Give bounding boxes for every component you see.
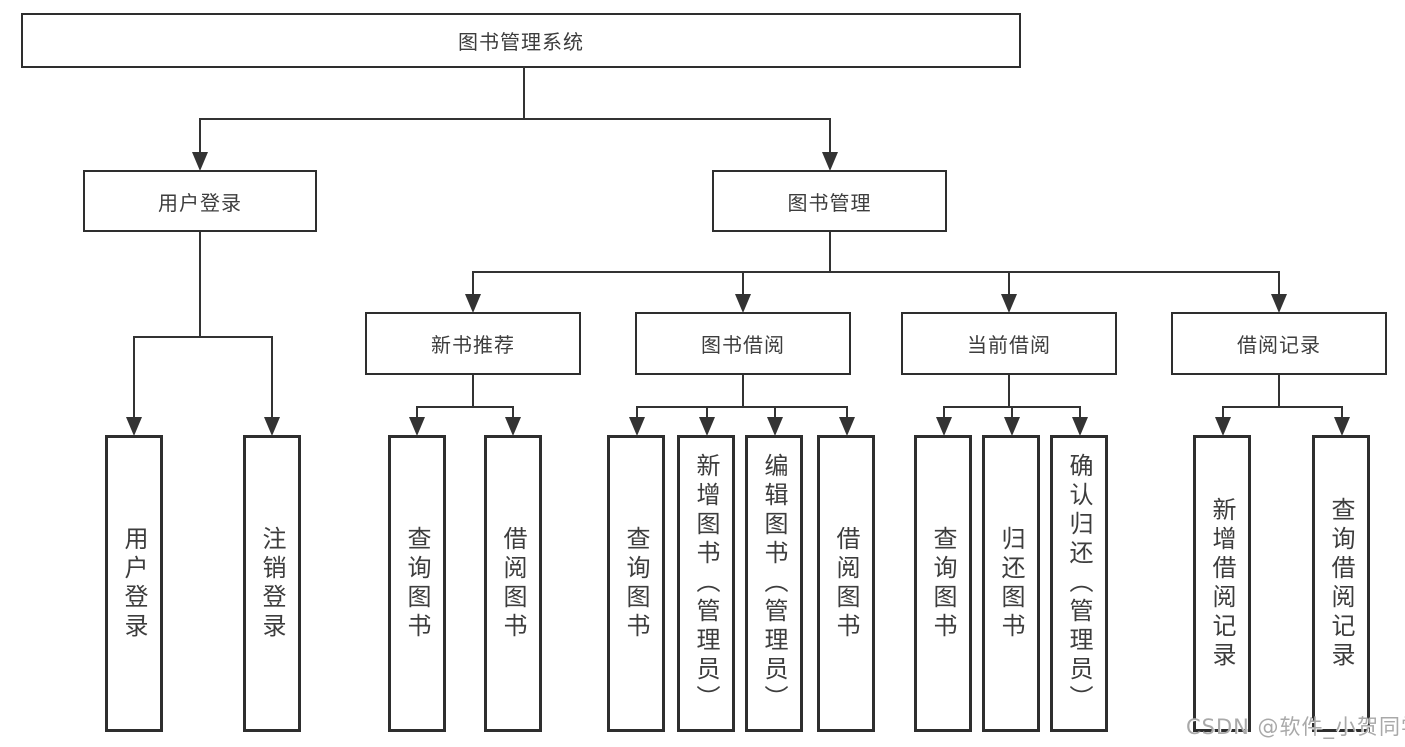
connector-drop-book-management (829, 118, 831, 162)
leaf-query-borrow-record-label: 查询借阅记录 (1327, 496, 1355, 671)
connector-records-stem (1278, 375, 1280, 408)
connector-newbook-bar (416, 406, 514, 408)
arrow-down-icon (767, 417, 783, 436)
node-book-borrow-label: 图书借阅 (701, 333, 785, 357)
leaf-user-login-label: 用户登录 (120, 525, 148, 642)
connector-drop-leaf (416, 406, 418, 426)
leaf-newbook-borrow-books-label: 借阅图书 (499, 525, 527, 642)
node-user-login-label: 用户登录 (158, 190, 242, 215)
leaf-current-query-books: 查询图书 (914, 435, 972, 732)
leaf-borrow-borrow-books: 借阅图书 (817, 435, 875, 732)
node-root: 图书管理系统 (21, 13, 1021, 68)
connector-drop-leaf (846, 406, 848, 426)
connector-drop-leaf (271, 336, 273, 426)
connector-borrow-stem (742, 375, 744, 408)
leaf-return-books: 归还图书 (982, 435, 1040, 732)
leaf-query-borrow-record: 查询借阅记录 (1312, 435, 1370, 732)
arrow-down-icon (126, 417, 142, 436)
arrow-down-icon (505, 417, 521, 436)
connector-root-bar (199, 118, 831, 120)
arrow-down-icon (1072, 417, 1088, 436)
node-new-book-recommend: 新书推荐 (365, 312, 581, 375)
leaf-add-borrow-record: 新增借阅记录 (1193, 435, 1251, 732)
connector-drop-leaf (774, 406, 776, 426)
connector-records-bar (1222, 406, 1342, 408)
leaf-confirm-return-admin-label: 确认归还（管理员） (1065, 453, 1093, 714)
connector-drop-leaf (1011, 406, 1013, 426)
connector-root-stem (523, 66, 525, 119)
arrow-down-icon (1334, 417, 1350, 436)
arrow-down-icon (192, 152, 208, 171)
arrow-down-icon (822, 152, 838, 171)
connector-user-login-bar (133, 336, 273, 338)
leaf-user-login: 用户登录 (105, 435, 163, 732)
node-new-book-recommend-label: 新书推荐 (431, 333, 515, 357)
arrow-down-icon (936, 417, 952, 436)
connector-drop-leaf (512, 406, 514, 426)
connector-drop-leaf (1341, 406, 1343, 426)
connector-user-login-stem (199, 232, 201, 337)
connector-drop-level3 (742, 271, 744, 301)
arrow-down-icon (735, 294, 751, 313)
leaf-borrow-query-books-label: 查询图书 (622, 525, 650, 642)
node-borrow-records-label: 借阅记录 (1237, 333, 1321, 357)
leaf-confirm-return-admin: 确认归还（管理员） (1050, 435, 1108, 732)
connector-drop-level3 (472, 271, 474, 301)
arrow-down-icon (264, 417, 280, 436)
connector-drop-leaf (636, 406, 638, 426)
connector-drop-leaf (133, 336, 135, 426)
arrow-down-icon (409, 417, 425, 436)
csdn-watermark: CSDN @软件_小贺同学 (1186, 715, 1405, 739)
connector-level3-bar (472, 271, 1280, 273)
connector-drop-leaf (706, 406, 708, 426)
connector-drop-leaf (943, 406, 945, 426)
arrow-down-icon (465, 294, 481, 313)
leaf-logout: 注销登录 (243, 435, 301, 732)
node-current-borrow: 当前借阅 (901, 312, 1117, 375)
arrow-down-icon (1004, 417, 1020, 436)
arrow-down-icon (1271, 294, 1287, 313)
leaf-borrow-query-books: 查询图书 (607, 435, 665, 732)
leaf-edit-book-admin: 编辑图书（管理员） (745, 435, 803, 732)
node-root-label: 图书管理系统 (458, 30, 584, 54)
leaf-return-books-label: 归还图书 (997, 525, 1025, 642)
leaf-add-book-admin: 新增图书（管理员） (677, 435, 735, 732)
node-book-management-label: 图书管理 (787, 190, 872, 215)
node-book-borrow: 图书借阅 (635, 312, 851, 375)
connector-drop-leaf (1079, 406, 1081, 426)
leaf-current-query-books-label: 查询图书 (929, 525, 957, 642)
leaf-newbook-borrow-books: 借阅图书 (484, 435, 542, 732)
connector-drop-user-login (199, 118, 201, 162)
connector-drop-level3 (1008, 271, 1010, 301)
leaf-newbook-query-books: 查询图书 (388, 435, 446, 732)
node-current-borrow-label: 当前借阅 (967, 333, 1051, 357)
leaf-edit-book-admin-label: 编辑图书（管理员） (760, 453, 788, 714)
leaf-newbook-query-books-label: 查询图书 (403, 525, 431, 642)
arrow-down-icon (699, 417, 715, 436)
connector-drop-leaf (1222, 406, 1224, 426)
arrow-down-icon (629, 417, 645, 436)
connector-drop-level3 (1278, 271, 1280, 301)
connector-book-management-stem (829, 232, 831, 273)
leaf-add-borrow-record-label: 新增借阅记录 (1208, 496, 1236, 671)
leaf-borrow-borrow-books-label: 借阅图书 (832, 525, 860, 642)
connector-current-stem (1008, 375, 1010, 408)
connector-newbook-stem (472, 375, 474, 408)
node-user-login: 用户登录 (83, 170, 317, 232)
arrow-down-icon (1001, 294, 1017, 313)
arrow-down-icon (839, 417, 855, 436)
node-borrow-records: 借阅记录 (1171, 312, 1387, 375)
arrow-down-icon (1215, 417, 1231, 436)
node-book-management: 图书管理 (712, 170, 947, 232)
connector-borrow-bar (636, 406, 847, 408)
leaf-logout-label: 注销登录 (258, 525, 286, 642)
leaf-add-book-admin-label: 新增图书（管理员） (692, 453, 720, 714)
